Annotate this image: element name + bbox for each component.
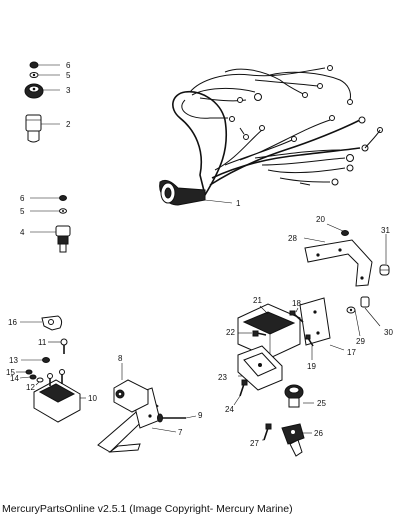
solenoid-part-8 [113,379,149,413]
callout-3: 3 [66,86,71,95]
switch-part-25 [284,384,304,408]
clamp-part-16 [41,315,63,331]
washer-part-29 [346,306,356,314]
callout-5-mid: 5 [20,207,25,216]
nut-part-6-mid [59,195,67,201]
callout-18: 18 [292,299,301,308]
callout-27: 27 [250,439,259,448]
screw-part-18 [289,310,304,323]
callout-4: 4 [20,228,25,237]
switch-part-26 [281,423,305,457]
solenoid-part-10 [33,369,81,423]
callout-16: 16 [8,318,17,327]
nut-part-6-top [29,61,39,69]
callout-24: 24 [225,405,234,414]
callout-20: 20 [316,215,325,224]
callout-6-mid: 6 [20,194,25,203]
parts-diagram: 6 5 3 2 6 5 4 1 20 31 28 21 18 22 19 17 … [6,61,393,457]
washer-part-5-mid [59,208,67,214]
grommet-part-31 [379,264,390,276]
callout-31: 31 [381,226,390,235]
screw-part-22 [252,330,267,337]
sender-part-4 [55,225,71,253]
callout-labels: 6 5 3 2 6 5 4 1 20 31 28 21 18 22 19 17 … [6,61,393,448]
nut-part-13 [42,357,50,363]
screw-part-11 [60,338,68,354]
callout-22: 22 [226,328,235,337]
callout-25: 25 [317,399,326,408]
nut-part-20 [341,230,349,236]
washer-part-12 [36,377,44,383]
bracket-part-28 [304,239,373,287]
callout-1: 1 [236,199,241,208]
callout-13: 13 [9,356,18,365]
leader-lines [16,64,387,441]
callout-14: 14 [10,374,19,383]
module-part-21 [237,303,301,359]
wiring-harness-part-1 [159,65,383,206]
copyright-caption: MercuryPartsOnline v2.5.1 (Image Copyrig… [2,503,293,515]
screw-part-27 [263,423,272,441]
callout-7: 7 [178,428,183,437]
callout-30: 30 [384,328,393,337]
callout-23: 23 [218,373,227,382]
callout-5-top: 5 [66,71,71,80]
plate-part-17 [299,297,331,346]
callout-17: 17 [347,348,356,357]
nut-part-14 [29,374,37,380]
screw-part-24 [239,379,248,397]
callout-2: 2 [66,120,71,129]
callout-21: 21 [253,296,262,305]
module-part-23 [237,345,283,391]
washer-part-5-top [29,72,39,78]
screw-part-9 [157,413,186,423]
adapter-part-2 [25,114,42,143]
bushing-part-30 [360,296,370,308]
callout-9: 9 [198,411,203,420]
callout-8: 8 [118,354,123,363]
callout-19: 19 [307,362,316,371]
callout-29: 29 [356,337,365,346]
screw-part-19 [305,334,314,347]
callout-26: 26 [314,429,323,438]
sender-part-3 [24,83,44,99]
callout-15: 15 [6,368,15,377]
nut-part-15 [25,369,33,375]
callout-28: 28 [288,234,297,243]
callout-12: 12 [26,383,35,392]
callout-11: 11 [38,338,47,347]
callout-10: 10 [88,394,97,403]
callout-6-top: 6 [66,61,71,70]
